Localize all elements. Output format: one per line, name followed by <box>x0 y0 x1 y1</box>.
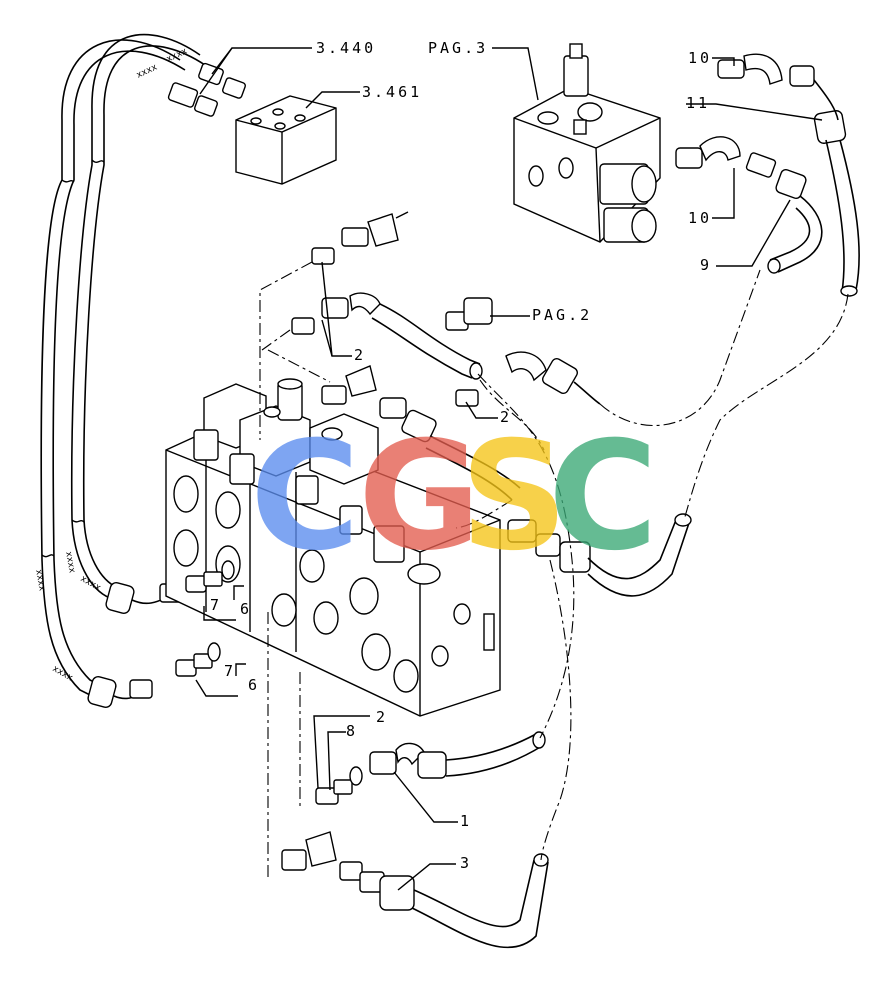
fittings-3-440 <box>167 62 246 117</box>
svg-text:xxxx: xxxx <box>33 569 47 593</box>
watermark-letter-1: C <box>250 410 360 584</box>
side-fittings-6-7 <box>175 560 235 677</box>
callout-3: 3 <box>460 854 472 872</box>
callout-3-461: 3.461 <box>362 83 422 101</box>
lower-fittings-1-8 <box>315 731 546 805</box>
watermark-letter-3: S <box>460 410 568 584</box>
priority-valve-block <box>513 43 661 243</box>
routing-lines <box>259 261 849 878</box>
lower-fittings-3 <box>281 831 549 949</box>
callout-7-b: 7 <box>224 662 236 680</box>
callout-11: 11 <box>686 94 710 112</box>
callout-pag-3: PAG.3 <box>428 39 488 57</box>
callout-7-a: 7 <box>210 596 222 614</box>
callout-9: 9 <box>700 256 712 274</box>
callout-2-c: 2 <box>376 708 388 726</box>
callout-2-b: 2 <box>500 408 512 426</box>
callout-6-b: 6 <box>248 676 260 694</box>
left-hose-ends <box>87 582 183 708</box>
callout-6-a: 6 <box>240 600 252 618</box>
callout-3-440: 3.440 <box>316 39 376 57</box>
svg-text:xxxx: xxxx <box>63 551 77 575</box>
callout-2-a: 2 <box>354 346 366 364</box>
control-valve-sections <box>193 378 405 563</box>
watermark-letter-2: G <box>358 410 481 584</box>
callout-pag-2: PAG.2 <box>532 306 592 324</box>
callout-8: 8 <box>346 722 358 740</box>
cgsc-watermark: C G S C <box>250 410 658 584</box>
callout-10-top: 10 <box>688 49 712 67</box>
callout-10-mid: 10 <box>688 209 712 227</box>
callout-1: 1 <box>460 812 472 830</box>
svg-text:xxxx: xxxx <box>135 62 159 80</box>
upper-fittings <box>291 211 601 501</box>
left-long-hoses <box>40 33 206 701</box>
fitting-block-3-461 <box>235 95 337 185</box>
right-valve-hoses <box>507 513 692 597</box>
top-right-fittings <box>675 53 860 297</box>
leader-lines <box>195 47 823 891</box>
watermark-letter-4: C <box>548 410 658 584</box>
